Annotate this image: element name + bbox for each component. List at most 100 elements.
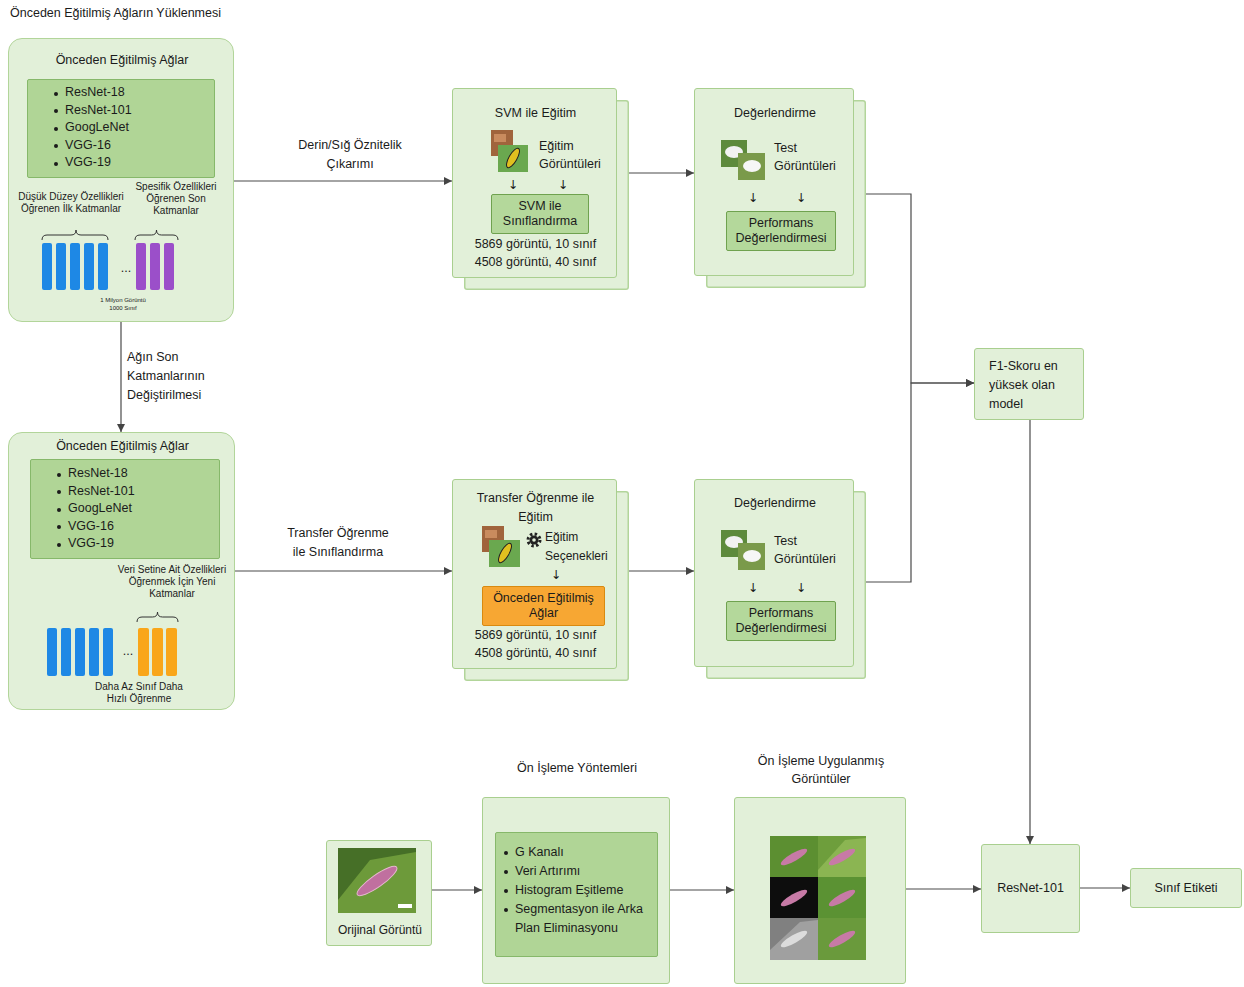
connector	[120, 322, 121, 432]
method-list: G KanalıVeri ArtırımıHistogram EşitlemeS…	[495, 832, 658, 957]
node-label: F1-Skoru en yüksek olan model	[989, 357, 1079, 414]
preprocessed-photos-part	[779, 928, 809, 950]
bracket	[42, 230, 178, 622]
node-label: SVM ile Sınıflandırma	[496, 199, 584, 229]
training-image-icon-part	[494, 134, 506, 142]
flow-arrow-glyph: ↓	[791, 188, 811, 207]
process-box: Performans Değerlendirmesi	[726, 601, 836, 641]
preprocessed-photos-part	[770, 836, 818, 877]
flow-arrow-glyph: ↓	[555, 175, 571, 194]
layer-bars-part	[103, 628, 113, 676]
original-photo-part	[338, 852, 416, 913]
node-label: Değerlendirme	[695, 104, 855, 123]
node-label: Spesifik Özellikleri Öğrenen Son Katmanl…	[129, 181, 223, 217]
list-item: VGG-16	[68, 518, 208, 536]
gear-icon-part	[530, 536, 539, 545]
layer-bars-part	[89, 628, 99, 676]
node-label: Orijinal Görüntü	[327, 921, 433, 940]
node-label: Transfer Öğrenme ile Eğitim	[470, 489, 601, 527]
layer-bars-part	[138, 628, 149, 676]
training-image-icon-part	[482, 526, 504, 552]
connector	[629, 570, 694, 571]
node-label: 1 Milyon Görüntü 1000 Sınıf	[93, 296, 153, 312]
training-image-icon-part	[504, 146, 522, 169]
layer-bars-part	[152, 628, 163, 676]
bracket-part	[135, 230, 178, 240]
node-label: Düşük Düzey Özellikleri Öğrenen İlk Katm…	[12, 191, 130, 215]
preprocessed-photos-part	[770, 918, 818, 960]
list-item: ResNet-18	[68, 465, 208, 483]
method-panel: Ön İşleme YöntemleriG KanalıVeri Artırım…	[482, 797, 670, 984]
training-image-icon-part	[491, 130, 513, 156]
list-item: VGG-16	[65, 137, 205, 155]
node-label: Değerlendirme	[695, 494, 855, 513]
preprocessed-photos-part	[827, 928, 857, 950]
flow-arrow-glyph: ↓	[743, 578, 763, 597]
node-label: ...	[117, 642, 139, 661]
test-image-icon-part	[725, 146, 743, 158]
training-panel: Transfer Öğrenme ile EğitimEğitim Seçene…	[452, 479, 617, 669]
list-item: Histogram Eşitleme	[515, 881, 653, 900]
gear-icon-part	[528, 534, 540, 546]
model-list: ResNet-18ResNet-101GoogLeNetVGG-16VGG-19	[27, 79, 215, 178]
test-image-icon	[721, 140, 765, 570]
node-label: Veri Setine Ait Özellikleri Öğrenmek İçi…	[114, 564, 230, 600]
edge-label: Derin/Sığ Öznitelik Çıkarımı	[285, 136, 415, 174]
node-label: 4508 görüntü, 40 sınıf	[453, 253, 618, 272]
connector	[1029, 420, 1030, 844]
preprocessed-photos-part	[770, 877, 818, 918]
node-label: SVM ile Eğitim	[453, 104, 618, 123]
connector	[234, 180, 452, 181]
test-image-icon-part	[743, 550, 761, 562]
node-label: Performans Değerlendirmesi	[731, 606, 831, 636]
preprocessed-photos-part	[770, 920, 818, 960]
diagram-title: Önceden Eğitilmiş Ağların Yüklenmesi	[10, 4, 221, 23]
flow-arrow-glyph: ↓	[743, 188, 763, 207]
training-image-icon-part	[496, 541, 514, 564]
layer-bars-part	[84, 243, 94, 290]
test-image-icon-part	[738, 543, 765, 570]
preprocessed-photos-part	[818, 918, 866, 960]
list-item: Segmentasyon ile Arka Plan Eliminasyonu	[515, 900, 653, 938]
network-panel: Önceden Eğitilmiş AğlarVeri Setine Ait Ö…	[8, 432, 235, 710]
image-box: Orijinal Görüntü	[326, 840, 432, 946]
node-label: Test Görüntüleri	[774, 532, 850, 568]
preprocessed-photos-part	[779, 887, 809, 909]
flow-arrow-glyph: ↓	[505, 175, 521, 194]
flow-arrow-glyph: ↓	[548, 567, 564, 583]
process-box: SVM ile Sınıflandırma	[491, 194, 589, 234]
original-photo-part	[398, 904, 412, 908]
list-item: ResNet-18	[65, 84, 205, 102]
network-panel: Önceden Eğitilmiş AğlarDüşük Düzey Özell…	[8, 38, 234, 322]
image-panel: Ön İşleme Uygulanmış Görüntüler	[734, 797, 906, 984]
node-label: ResNet-101	[997, 881, 1064, 896]
preprocessed-photos-part	[818, 836, 866, 877]
list-item: Veri Artırımı	[515, 862, 653, 881]
test-image-icon-part	[721, 530, 747, 557]
node-label: Ön İşleme Yöntemleri	[473, 759, 681, 778]
layer-bars	[42, 243, 177, 676]
gear-icon	[528, 534, 540, 546]
node-label: Eğitim Görüntüleri	[539, 137, 615, 173]
list-item: VGG-19	[68, 535, 208, 553]
connector	[432, 889, 482, 890]
connector	[1080, 887, 1130, 888]
connector	[906, 888, 981, 889]
training-image-icon-part	[485, 530, 497, 538]
preprocessed-photos-part	[779, 846, 809, 868]
evaluation-panel: DeğerlendirmeTest Görüntüleri↓↓Performan…	[694, 479, 854, 667]
list-item: ResNet-101	[68, 483, 208, 501]
preprocessed-photos-part	[827, 846, 857, 868]
layer-bars-part	[75, 628, 85, 676]
training-image-icon	[482, 130, 528, 567]
list-item: GoogLeNet	[68, 500, 208, 518]
list-item: ResNet-101	[65, 102, 205, 120]
bracket-part	[137, 612, 178, 622]
connector	[670, 889, 734, 890]
process-box: Performans Değerlendirmesi	[726, 211, 836, 251]
node-label: Önceden Eğitilmiş Ağlar	[9, 437, 236, 456]
layer-bars-part	[61, 628, 71, 676]
